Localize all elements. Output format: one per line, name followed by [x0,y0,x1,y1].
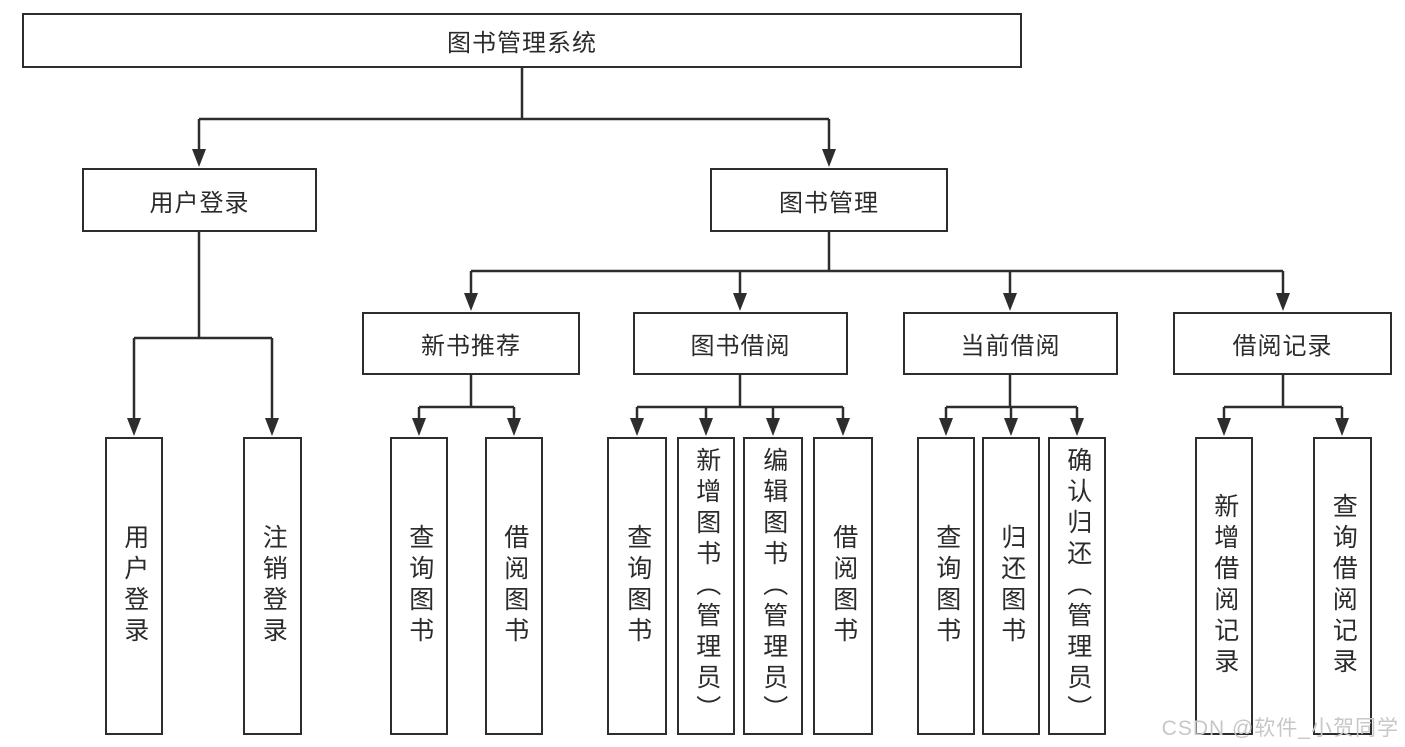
node-borrowing-records: 借阅记录 [1173,312,1392,375]
leaf-query-books-3-label: 查询图书 [932,524,961,648]
node-book-management: 图书管理 [710,168,948,232]
leaf-query-borrow-record-label: 查询借阅记录 [1329,493,1358,679]
leaf-borrow-books-2-label: 借阅图书 [829,524,858,648]
node-current-borrowing: 当前借阅 [903,312,1118,375]
leaf-borrow-books-1-label: 借阅图书 [500,524,529,648]
node-book-management-label: 图书管理 [779,189,879,217]
leaf-logout-label: 注销登录 [259,524,288,648]
connector-current-borrowing [944,375,1079,419]
leaf-query-books-1-label: 查询图书 [405,524,434,648]
node-book-borrowing: 图书借阅 [633,312,848,375]
leaf-edit-books-admin: 编辑图书（管理员） [743,437,803,735]
leaf-borrow-books-2: 借阅图书 [813,437,873,735]
leaf-query-borrow-record: 查询借阅记录 [1313,437,1372,735]
arrowheads [127,149,1349,436]
node-user-login-label: 用户登录 [149,189,250,217]
leaf-query-books-2-label: 查询图书 [623,524,652,648]
leaf-add-books-admin-label: 新增图书（管理员） [692,446,721,726]
leaf-query-books-3: 查询图书 [917,437,975,735]
node-root-label: 图书管理系统 [447,30,597,57]
connector-book-management [469,232,1285,294]
node-current-borrowing-label: 当前借阅 [960,333,1061,360]
node-root-system: 图书管理系统 [22,13,1022,68]
leaf-edit-books-admin-label: 编辑图书（管理员） [759,446,788,726]
node-borrowing-records-label: 借阅记录 [1232,333,1333,360]
leaf-confirm-return-admin-label: 确认归还（管理员） [1063,446,1092,726]
leaf-borrow-books-1: 借阅图书 [485,437,543,735]
connector-root [197,68,831,150]
leaf-query-books-2: 查询图书 [607,437,667,735]
node-new-book-recommendation-label: 新书推荐 [421,333,521,360]
leaf-add-books-admin: 新增图书（管理员） [677,437,735,735]
node-user-login: 用户登录 [82,168,317,232]
leaf-logout: 注销登录 [243,437,302,735]
leaf-add-borrow-record-label: 新增借阅记录 [1210,493,1239,679]
leaf-query-books-1: 查询图书 [390,437,448,735]
leaf-return-books-label: 归还图书 [997,524,1026,648]
csdn-watermark: CSDN @软件_小贺同学 [1161,717,1399,740]
node-new-book-recommendation: 新书推荐 [362,312,580,375]
leaf-add-borrow-record: 新增借阅记录 [1195,437,1253,735]
connector-book-borrowing [635,375,845,419]
leaf-user-login: 用户登录 [105,437,163,735]
node-book-borrowing-label: 图书借阅 [690,333,791,360]
connector-borrowing-records [1222,375,1344,419]
connector-user-login [132,232,274,419]
leaf-return-books: 归还图书 [982,437,1040,735]
leaf-confirm-return-admin: 确认归还（管理员） [1048,437,1106,735]
leaf-user-login-label: 用户登录 [120,524,149,648]
connector-new-book-recommendation [417,375,516,419]
